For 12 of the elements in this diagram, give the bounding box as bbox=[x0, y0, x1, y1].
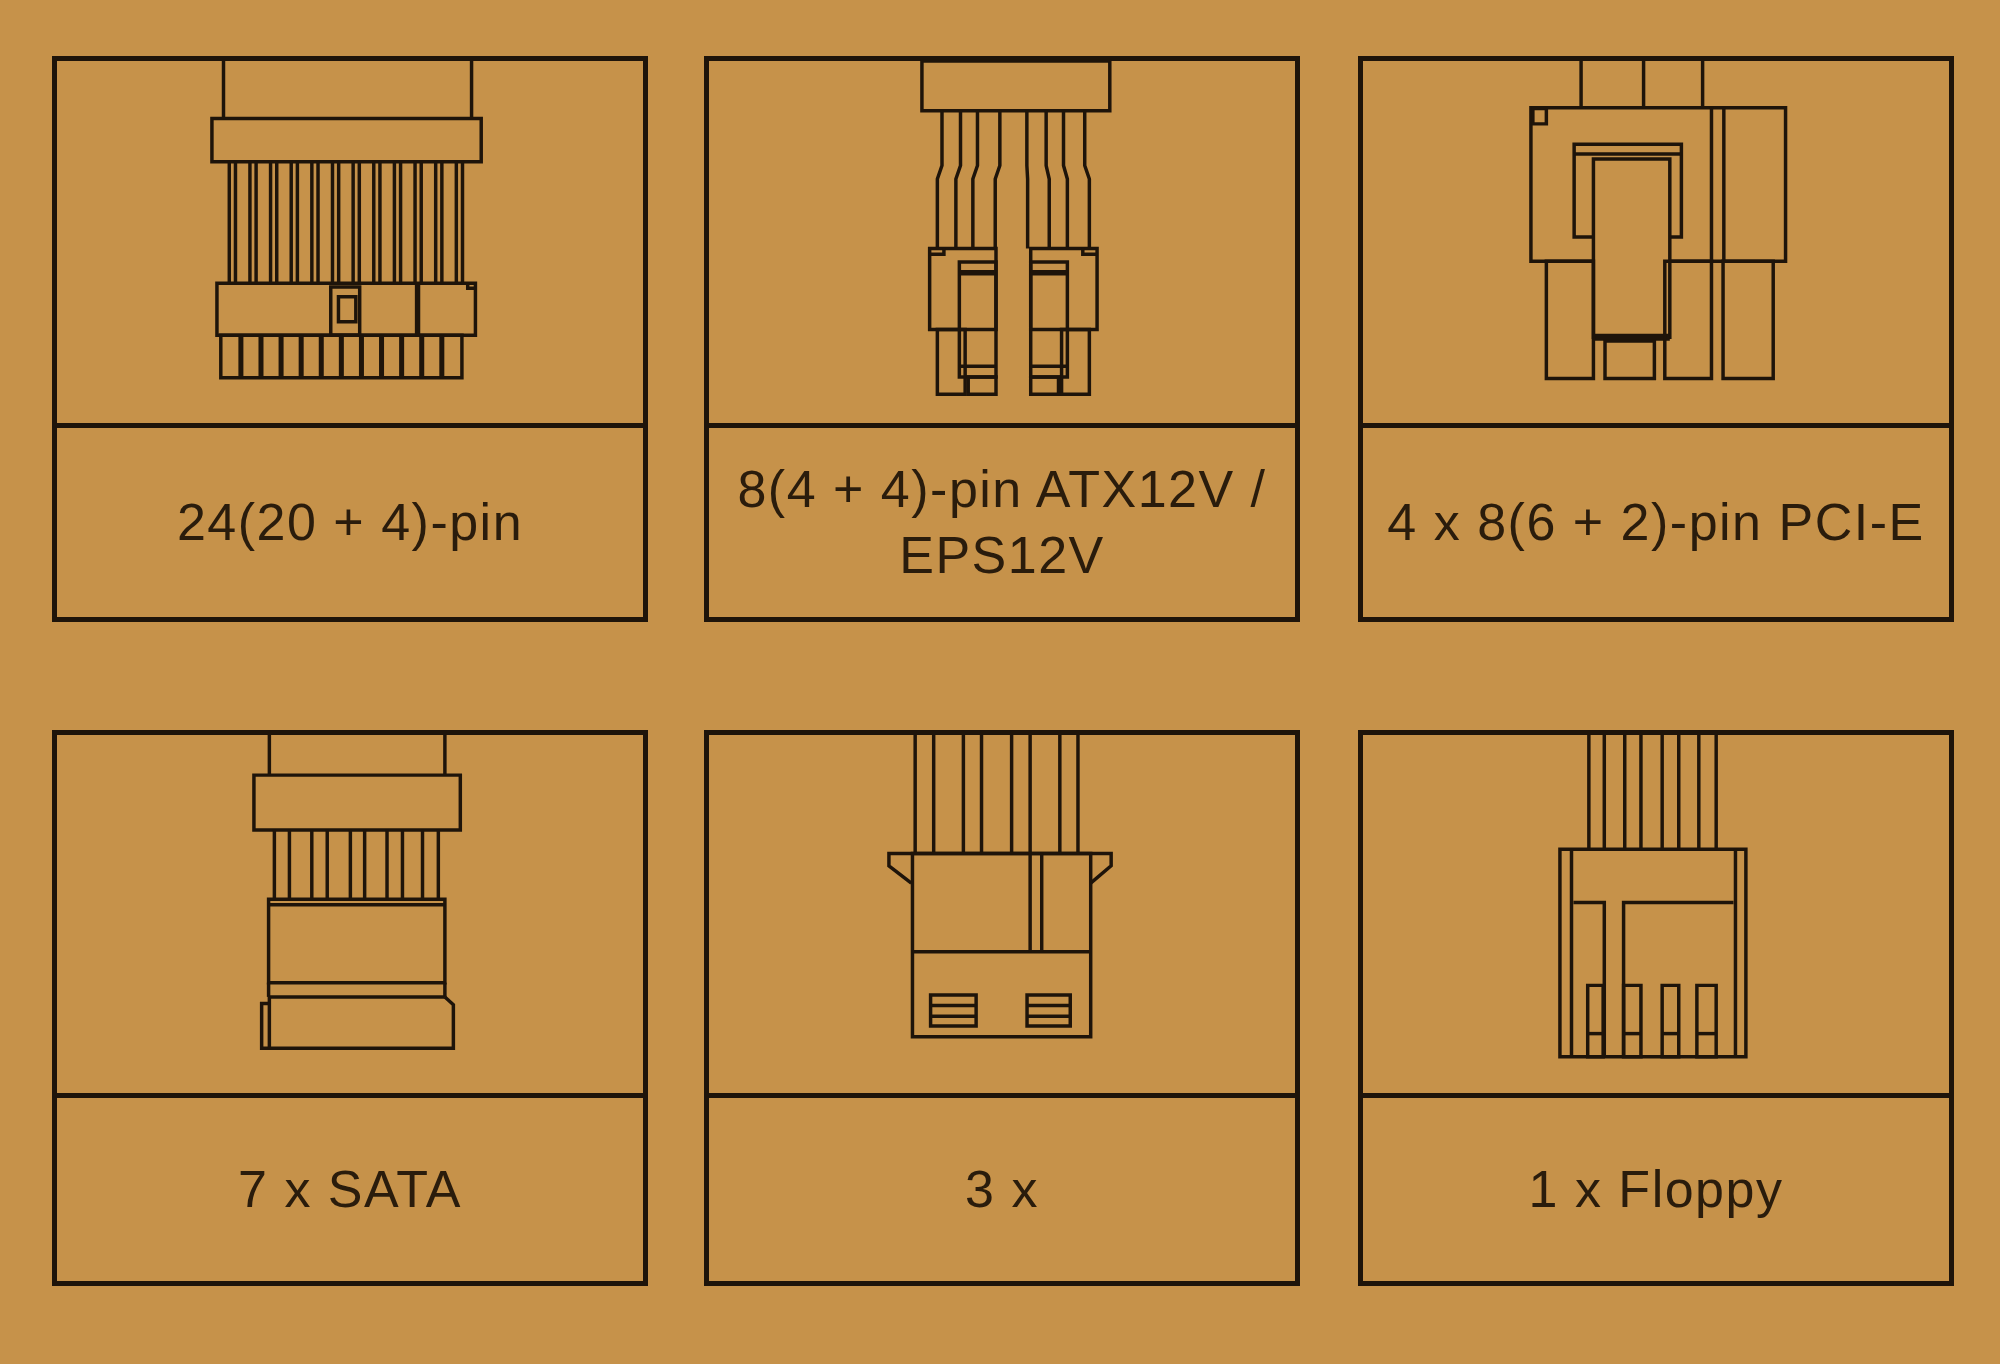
connector-panel bbox=[1358, 56, 1954, 622]
connector-label: 1 x Floppy bbox=[1528, 1159, 1784, 1221]
connector-label: 8(4 + 4)-pin ATX12V / EPS12V bbox=[736, 459, 1268, 587]
connector-label: 24(20 + 4)-pin bbox=[176, 492, 524, 554]
connector-label: 7 x SATA bbox=[238, 1159, 462, 1221]
connector-panel bbox=[1358, 730, 1954, 1286]
connector-label: 3 x bbox=[965, 1159, 1039, 1221]
connector-panel bbox=[52, 730, 648, 1286]
connector-panel bbox=[704, 56, 1300, 622]
connector-panel bbox=[704, 730, 1300, 1286]
connector-panel bbox=[52, 56, 648, 622]
connector-label: 4 x 8(6 + 2)-pin PCI-E bbox=[1387, 492, 1925, 554]
